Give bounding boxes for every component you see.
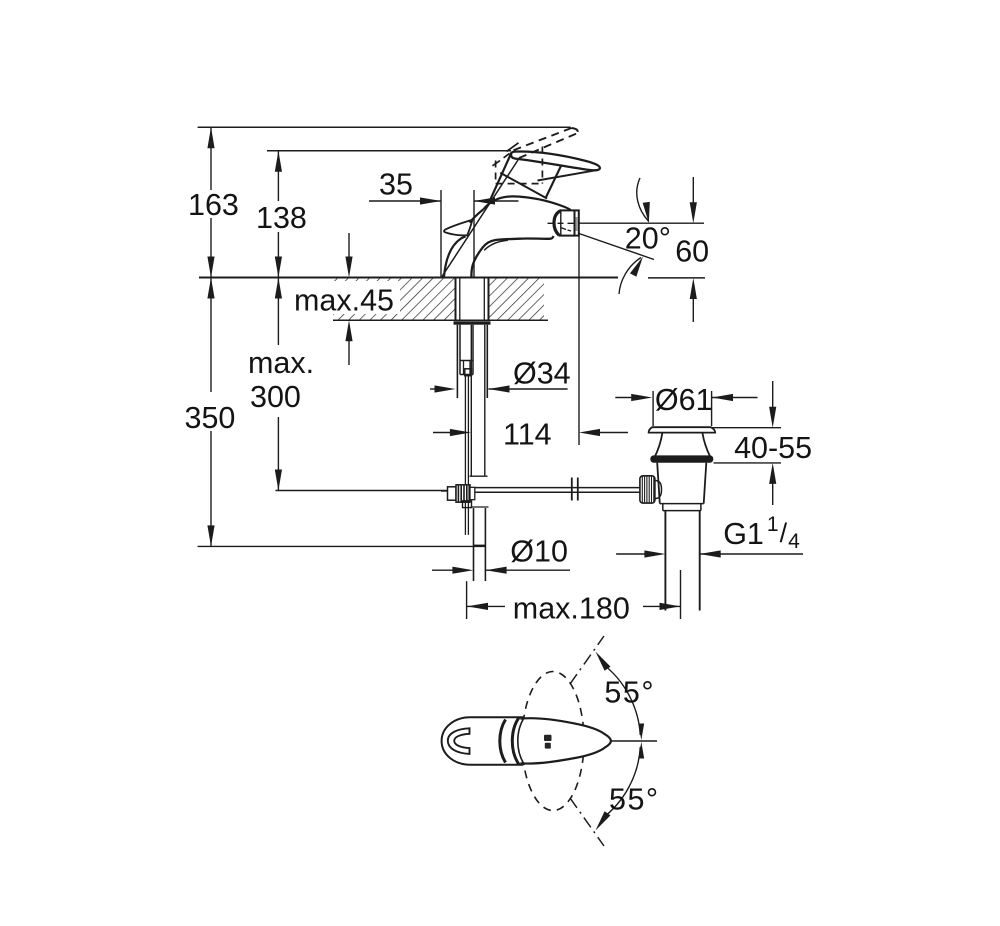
svg-text:20°: 20°	[625, 221, 671, 255]
svg-text:max.45: max.45	[294, 284, 394, 318]
svg-text:Ø61: Ø61	[655, 383, 713, 417]
svg-text:max.: max.	[248, 346, 314, 380]
svg-text:35: 35	[379, 168, 413, 202]
svg-text:max.180: max.180	[513, 592, 630, 626]
svg-text:163: 163	[188, 188, 239, 222]
svg-text:40-55: 40-55	[734, 431, 812, 465]
svg-text:Ø10: Ø10	[510, 535, 568, 569]
svg-text:350: 350	[185, 401, 236, 435]
svg-text:55°: 55°	[604, 676, 655, 710]
svg-text:114: 114	[503, 418, 552, 452]
svg-text:55°: 55°	[609, 783, 660, 817]
svg-text:60: 60	[675, 235, 709, 269]
svg-text:300: 300	[250, 380, 301, 414]
svg-text:138: 138	[256, 201, 307, 235]
svg-text:Ø34: Ø34	[513, 357, 571, 391]
